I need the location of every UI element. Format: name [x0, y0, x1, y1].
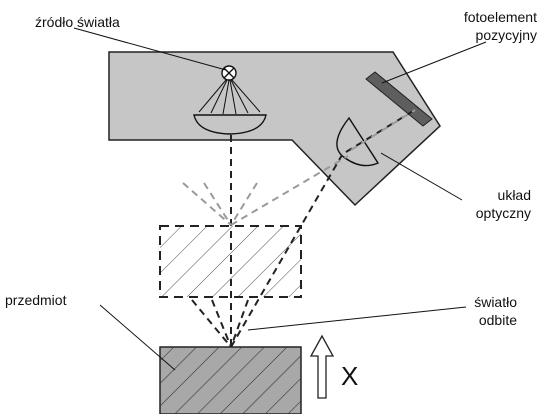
label-object: przedmiot — [5, 292, 67, 308]
label-photo-element-1: fotoelement — [464, 9, 537, 25]
source-lens — [193, 114, 267, 135]
reflected-beams-upper — [182, 155, 349, 226]
leader-lines — [73, 27, 487, 371]
label-reflected-light-1: światło — [474, 294, 517, 310]
light-source-icon — [221, 65, 237, 81]
movement-arrow-icon — [309, 334, 335, 399]
label-light-source: źródło światła — [35, 14, 120, 30]
photo-element-bar — [365, 71, 433, 127]
label-optical-system-2: optyczny — [476, 205, 531, 221]
reflected-beam-to-sensor — [350, 109, 416, 151]
label-photo-element-2: pozycyjny — [476, 27, 537, 43]
reflector-rays — [198, 79, 261, 115]
label-optical-system-1: układ — [498, 187, 531, 203]
object-previous-position — [159, 225, 302, 298]
sensor-housing — [108, 51, 441, 207]
label-axis-x: X — [341, 361, 358, 391]
label-reflected-light-2: odbite — [479, 312, 517, 328]
object-hatch — [160, 347, 301, 414]
